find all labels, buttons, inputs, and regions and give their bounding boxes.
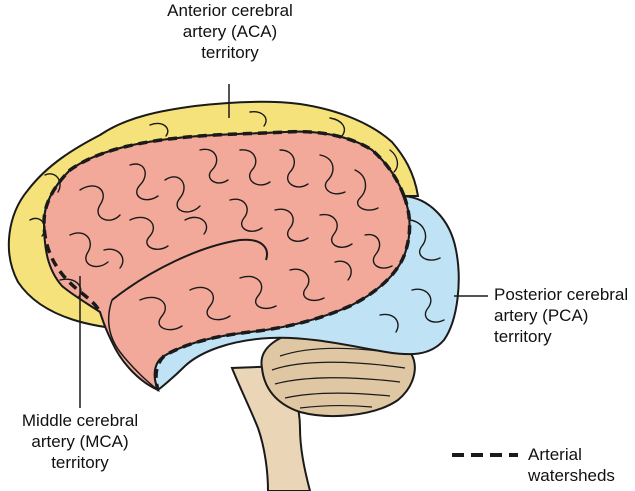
aca-label: Anterior cerebral artery (ACA) territory [150, 0, 310, 63]
pca-label-line-3: territory [494, 327, 552, 346]
legend-watershed-line-2: watersheds [528, 466, 615, 485]
mca-label-line-3: territory [51, 453, 109, 472]
watershed-boundaries [42, 129, 412, 391]
mca-label: Middle cerebral artery (MCA) territory [10, 410, 150, 473]
sylvian-fissure [111, 238, 268, 301]
mca-pca-watershed [154, 195, 412, 391]
mca-territory [42, 130, 411, 392]
aca-mca-watershed [42, 129, 406, 313]
aca-label-line-1: Anterior cerebral [167, 1, 293, 20]
aca-label-line-2: artery (ACA) [182, 22, 278, 41]
legend-watershed-label: Arterial watersheds [528, 444, 633, 486]
aca-label-line-3: territory [201, 43, 259, 62]
temporal-lobe-outline [107, 299, 159, 391]
legend-watershed-line-1: Arterial [528, 445, 582, 464]
mca-label-line-2: artery (MCA) [31, 432, 129, 451]
pca-label: Posterior cerebral artery (PCA) territor… [494, 284, 634, 347]
mca-label-line-1: Middle cerebral [21, 411, 139, 430]
pca-label-line-2: artery (PCA) [494, 306, 589, 325]
pca-label-line-1: Posterior cerebral [494, 285, 629, 304]
